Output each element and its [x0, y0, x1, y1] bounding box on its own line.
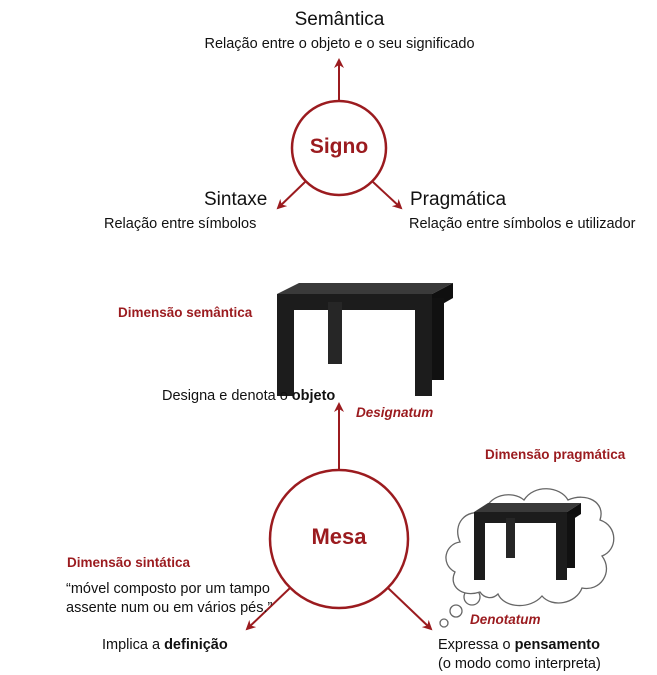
sintaxe-title: Sintaxe — [204, 189, 268, 210]
pragmatic-line2: (o modo como interpreta) — [438, 656, 601, 672]
table-image — [277, 283, 453, 396]
semantic-line-bold: objeto — [291, 388, 336, 404]
pragmatic-line-prefix: Expressa o — [438, 637, 515, 653]
syntactic-line: Implica a definição — [102, 637, 228, 653]
signo-label: Signo — [309, 135, 369, 158]
semantica-title: Semântica — [294, 9, 385, 30]
arrow-to-pragmatica — [372, 181, 403, 210]
semantic-line-prefix: Designa e denota o — [162, 388, 292, 404]
designatum-label: Designatum — [356, 405, 434, 420]
semantic-heading: Dimensão semântica — [118, 305, 253, 320]
sintaxe-desc: Relação entre símbolos — [104, 216, 257, 232]
semantica-desc: Relação entre o objeto e o seu significa… — [204, 36, 475, 52]
syntactic-quote-line2: assente num ou em vários pés.” — [66, 600, 273, 616]
arrow-to-definicao — [245, 587, 291, 631]
pragmatic-line: Expressa o pensamento — [438, 637, 600, 653]
arrow-to-sintaxe — [276, 181, 306, 210]
arrow-to-pensamento — [387, 587, 433, 631]
mesa-circle — [268, 468, 410, 610]
denotatum-label: Denotatum — [470, 612, 541, 627]
semantic-line: Designa e denota o objeto — [162, 388, 335, 404]
syntactic-line-bold: definição — [164, 637, 228, 653]
mesa-label: Mesa — [311, 524, 367, 549]
syntactic-heading: Dimensão sintática — [67, 555, 191, 570]
pragmatica-title: Pragmática — [410, 189, 507, 210]
pragmatic-line-bold: pensamento — [514, 637, 600, 653]
cloud-table-image — [474, 503, 581, 580]
pragmatic-heading: Dimensão pragmática — [485, 447, 626, 462]
syntactic-line-prefix: Implica a — [102, 637, 165, 653]
syntactic-quote-line1: “móvel composto por um tampo — [66, 581, 270, 597]
pragmatica-desc: Relação entre símbolos e utilizador — [409, 216, 636, 232]
